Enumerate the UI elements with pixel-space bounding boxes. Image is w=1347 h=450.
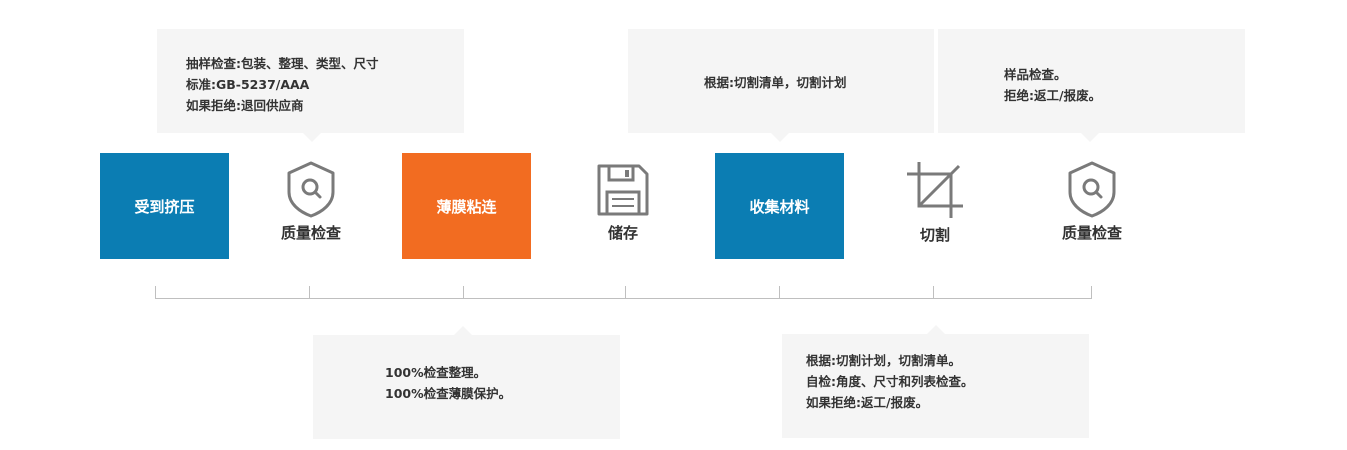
callout-line: 如果拒绝:返工/报废。 [806,395,929,410]
timeline-tick [933,286,934,299]
floppy-disk-icon [597,164,649,216]
shield-search-icon [1068,161,1116,218]
timeline-tick [463,286,464,299]
callout-line: 标准:GB-5237/AAA [186,77,310,92]
step-collect-material-box: 收集材料 [715,153,844,259]
step-label: 切割 [919,226,950,244]
crop-icon [907,162,963,218]
callout-line: 抽样检查:包装、整理、类型、尺寸 [186,56,379,71]
timeline-tick [625,286,626,299]
timeline-tick [779,286,780,299]
step-label: 质量检查 [280,224,341,242]
callout-line: 100%检查薄膜保护。 [385,386,512,401]
callout-line: 如果拒绝:退回供应商 [186,98,304,113]
callout-line: 100%检查整理。 [385,365,487,380]
step-quality-check-2: 质量检查 [1037,160,1147,243]
step-label: 薄膜粘连 [436,197,497,216]
step-extrusion-box: 受到挤压 [100,153,229,259]
callout-full-inspection: 100%检查整理。 100%检查薄膜保护。 [313,326,620,439]
timeline-tick [1091,286,1092,299]
callout-line: 拒绝:返工/报废。 [1004,88,1102,103]
step-label: 质量检查 [1061,224,1122,242]
timeline-axis [155,298,1092,299]
callout-line: 样品检查。 [1004,67,1067,82]
step-quality-check-1: 质量检查 [256,160,366,243]
callout-cutting-self-check: 根据:切割计划，切割清单。 自检:角度、尺寸和列表检查。 如果拒绝:返工/报废。 [782,325,1089,438]
timeline-tick [155,286,156,299]
callout-line: 根据:切割清单，切割计划 [704,75,847,90]
step-film-bonding-box: 薄膜粘连 [402,153,531,259]
step-label: 储存 [607,224,638,242]
timeline-tick [309,286,310,299]
callout-cutting-basis: 根据:切割清单，切割计划 [628,29,934,142]
shield-search-icon [287,161,335,218]
callout-inspection-sampling: 抽样检查:包装、整理、类型、尺寸 标准:GB-5237/AAA 如果拒绝:退回供… [157,29,464,142]
callout-line: 自检:角度、尺寸和列表检查。 [806,374,974,389]
step-label: 受到挤压 [134,197,195,216]
step-cutting: 切割 [880,160,990,245]
step-storage: 储存 [568,162,678,243]
step-label: 收集材料 [749,197,810,216]
callout-sample-check: 样品检查。 拒绝:返工/报废。 [938,29,1245,142]
callout-line: 根据:切割计划，切割清单。 [806,353,961,368]
